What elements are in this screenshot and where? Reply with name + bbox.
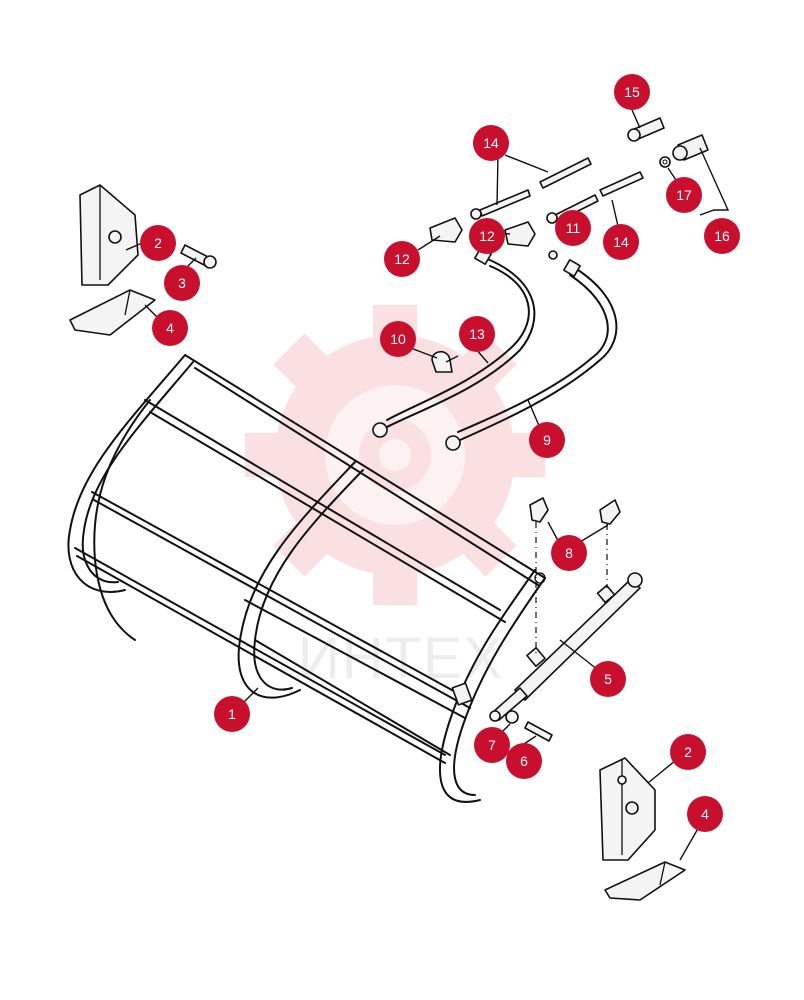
callout-badge-11: 11 [555, 210, 591, 246]
callout-label: 5 [604, 671, 612, 687]
cylinder-pin [524, 721, 553, 742]
callout-label: 2 [684, 744, 692, 760]
callout-label: 4 [701, 806, 709, 822]
callout-badge-12: 12 [384, 241, 420, 277]
callout-badge-10: 10 [380, 321, 416, 357]
callout-label: 2 [154, 235, 162, 251]
callout-badge-4: 4 [152, 310, 188, 346]
callout-badge-17: 17 [666, 177, 702, 213]
callout-label: 15 [624, 84, 640, 100]
callout-label: 1 [228, 706, 236, 722]
callout-badge-8: 8 [551, 535, 587, 571]
callout-badge-7: 7 [474, 727, 510, 763]
callout-label: 8 [565, 545, 573, 561]
wedge-plate-bottom [604, 861, 686, 901]
cylinder-nut [505, 710, 519, 724]
callout-label: 11 [566, 220, 581, 236]
guard-frame [67, 354, 546, 803]
callout-label: 9 [543, 432, 551, 448]
callout-label: 14 [483, 135, 499, 151]
callout-label: 10 [390, 331, 406, 347]
callout-label: 3 [178, 275, 186, 291]
callout-badge-5: 5 [590, 661, 626, 697]
hoses [372, 247, 618, 451]
callout-label: 6 [520, 753, 528, 769]
quick-couplers [627, 117, 709, 168]
callout-badge-15: 15 [614, 74, 650, 110]
callout-label: 13 [469, 326, 485, 342]
callout-badge-14: 14 [473, 125, 509, 161]
callout-badge-16: 16 [704, 218, 740, 254]
callout-label: 12 [479, 228, 495, 244]
callout-badge-2: 2 [670, 734, 706, 770]
callout-label: 4 [166, 320, 174, 336]
callout-badge-3: 3 [164, 265, 200, 301]
callout-badge-6: 6 [506, 743, 542, 779]
watermark: ИНТЕХ [245, 305, 545, 691]
callout-badge-12: 12 [469, 218, 505, 254]
elbow-fittings [529, 497, 621, 655]
hydraulic-cylinder [489, 572, 643, 722]
mount-bracket-bottom [599, 757, 656, 861]
callout-badge-2: 2 [140, 225, 176, 261]
callout-label: 17 [676, 187, 692, 203]
callout-badge-14: 14 [603, 224, 639, 260]
callout-badge-4: 4 [687, 796, 723, 832]
callout-label: 16 [714, 228, 730, 244]
tee-fittings [429, 217, 558, 260]
mount-bracket-top [79, 184, 139, 286]
callout-badge-1: 1 [214, 696, 250, 732]
callout-badge-13: 13 [459, 316, 495, 352]
callout-badges: 15 14 17 16 2 3 12 12 11 14 4 [140, 74, 740, 832]
callout-label: 12 [394, 251, 410, 267]
wedge-plate-top [69, 289, 156, 336]
callout-badge-9: 9 [529, 422, 565, 458]
watermark-text: ИНТЕХ [298, 626, 504, 691]
callout-label: 14 [613, 234, 629, 250]
callout-label: 7 [488, 737, 496, 753]
pin-bolt [180, 244, 217, 269]
